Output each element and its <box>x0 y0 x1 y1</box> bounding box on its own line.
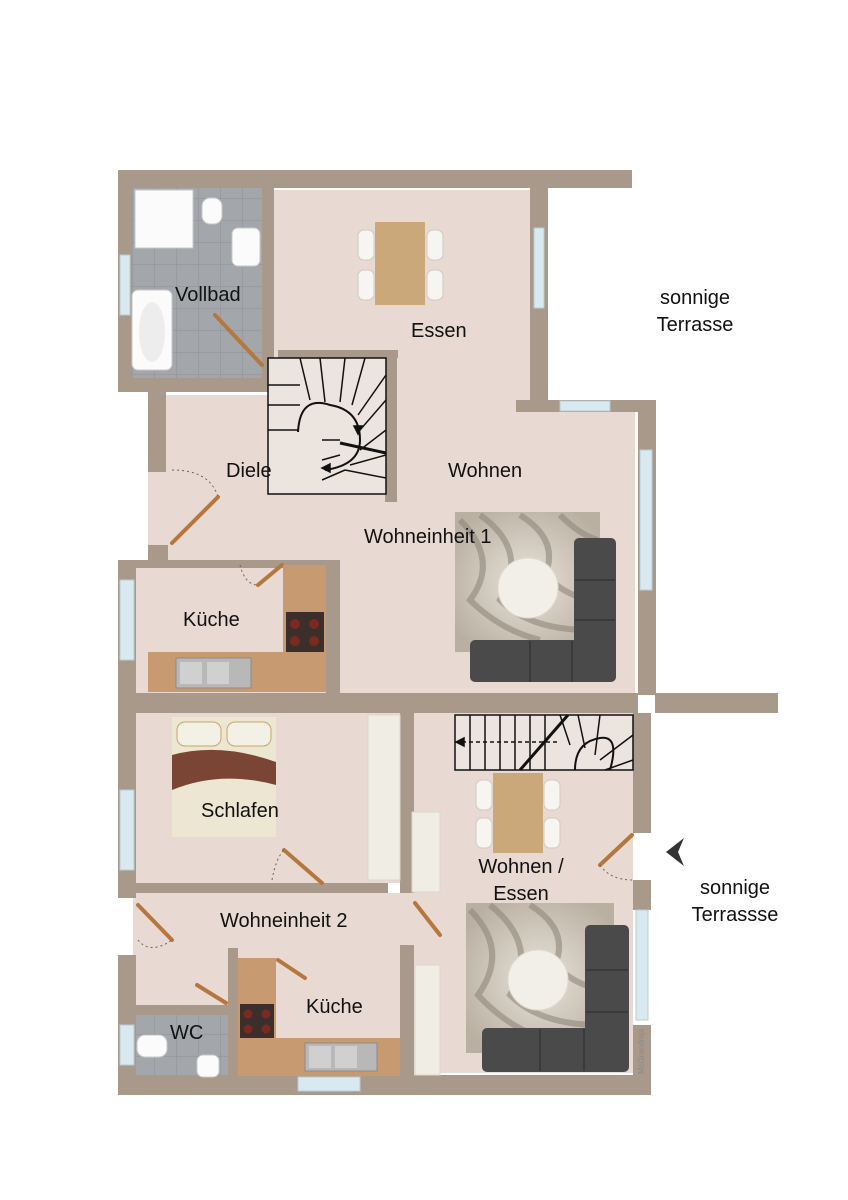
sink-wc <box>196 1054 220 1078</box>
room-label-essen: Essen <box>411 320 467 342</box>
entrance-arrow-icon <box>666 838 684 866</box>
dining-2 <box>475 773 561 853</box>
room-label-vollbad: Vollbad <box>175 284 241 306</box>
floor-hall-2 <box>133 893 433 963</box>
toilet-bath <box>201 197 223 225</box>
windows <box>119 227 653 1092</box>
living-2 <box>466 902 629 1072</box>
staircase-2 <box>454 714 634 771</box>
room-label-diele: Diele <box>226 460 272 482</box>
door-swings <box>137 469 634 948</box>
terrace-label-1-line2: Terrasse <box>656 314 734 336</box>
kitchen-1-fixtures <box>148 565 326 692</box>
room-label-schlafen: Schlafen <box>201 800 279 822</box>
doors <box>136 313 634 1005</box>
room-label-wc: WC <box>170 1022 204 1044</box>
terrace-label-1: sonnige Terrasse <box>640 286 750 337</box>
unit-label-wohneinheit-1: Wohneinheit 1 <box>364 526 492 548</box>
room-label-wohnen-essen: Wohnen / Essen <box>466 855 576 906</box>
terrace-label-2-line1: sonnige <box>699 877 771 899</box>
toilet-wc <box>136 1034 168 1058</box>
staircase-1 <box>267 357 387 495</box>
bedroom-furniture <box>172 714 441 1076</box>
room-label-wohnen-essen-line2: Essen <box>493 883 549 905</box>
shower-tray <box>134 189 194 249</box>
living-1 <box>455 512 616 682</box>
walls <box>118 170 778 1095</box>
watermark: McGrandriss <box>637 1028 646 1074</box>
room-label-kueche-2: Küche <box>306 996 363 1018</box>
bath-fixtures <box>131 189 261 1078</box>
room-label-wohnen-essen-line1: Wohnen / <box>478 856 564 878</box>
room-label-kueche-1: Küche <box>183 609 240 631</box>
dining-1 <box>357 222 444 305</box>
terrace-label-2: sonnige Terrassse <box>680 876 790 927</box>
kitchen-2-fixtures <box>238 958 400 1076</box>
unit-label-wohneinheit-2: Wohneinheit 2 <box>220 910 348 932</box>
terrace-label-2-line2: Terrassse <box>691 904 779 926</box>
terrace-label-1-line1: sonnige <box>659 287 731 309</box>
sink-bath <box>231 227 261 267</box>
room-label-wohnen: Wohnen <box>448 460 523 482</box>
